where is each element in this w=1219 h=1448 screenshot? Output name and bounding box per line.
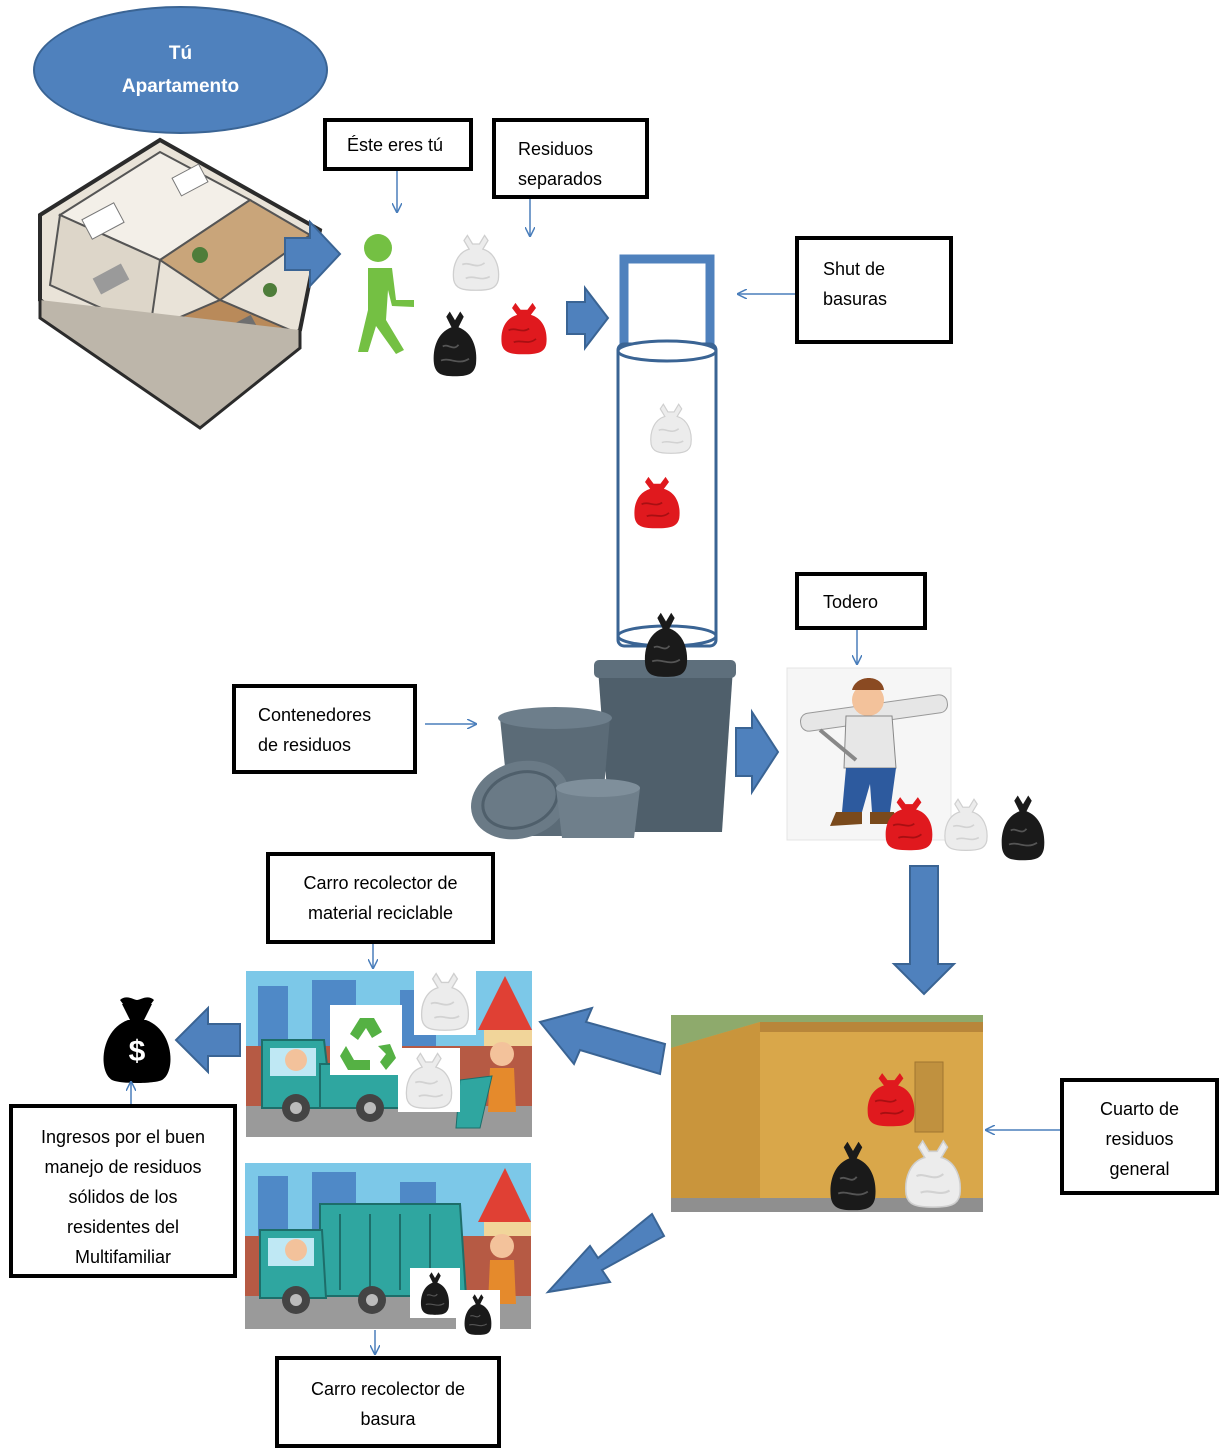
garbage-chute xyxy=(616,254,718,648)
black-bag-todero xyxy=(1000,794,1046,862)
label-ingresos: Ingresos por el buen manejo de residuos … xyxy=(9,1104,237,1278)
apartment-floorplan-image xyxy=(38,137,323,430)
trash-bins-image xyxy=(471,660,736,840)
label-shut-de-basuras: Shut de basuras xyxy=(795,236,953,344)
arrow-room-to-garbage-truck xyxy=(545,1212,666,1294)
title-oval: Tú Apartamento xyxy=(33,6,328,134)
label-residuos-separados: Residuos separados xyxy=(492,118,649,199)
carro-reciclable-line-1: Carro recolector de xyxy=(303,873,458,893)
cuarto-line-2: residuos xyxy=(1105,1129,1174,1149)
residuos-line-1: Residuos xyxy=(518,139,594,159)
todero-worker-image xyxy=(786,667,952,841)
label-este-eres-tu: Éste eres tú xyxy=(323,118,473,171)
arrow-bags-to-chute xyxy=(566,285,610,351)
shut-line-2: basuras xyxy=(823,289,888,309)
white-bag-1 xyxy=(452,234,500,292)
ingresos-line-4: residentes del xyxy=(66,1217,180,1237)
label-contenedores: Contenedores de residuos xyxy=(232,684,417,774)
title-line-1: Tú xyxy=(168,43,193,64)
ingresos-line-3: sólidos de los xyxy=(68,1187,178,1207)
contenedores-line-1: Contenedores xyxy=(258,705,372,725)
label-cuarto-residuos: Cuarto de residuos general xyxy=(1060,1078,1219,1195)
money-bag-icon xyxy=(103,997,171,1083)
cuarto-line-1: Cuarto de xyxy=(1099,1099,1180,1119)
todero-text: Todero xyxy=(823,592,879,612)
title-line-2: Apartamento xyxy=(121,76,240,97)
black-bag-1 xyxy=(432,310,478,378)
label-carro-reciclable: Carro recolector de material reciclable xyxy=(266,852,495,944)
carro-reciclable-line-2: material reciclable xyxy=(307,903,454,923)
label-carro-basura: Carro recolector de basura xyxy=(275,1356,501,1448)
person-figure xyxy=(358,234,414,354)
arrow-bins-to-todero xyxy=(735,708,780,796)
ingresos-line-1: Ingresos por el buen xyxy=(40,1127,206,1147)
ingresos-line-5: Multifamiliar xyxy=(74,1247,171,1267)
contenedores-line-2: de residuos xyxy=(258,735,352,755)
red-bag-1 xyxy=(500,301,548,356)
residuos-line-2: separados xyxy=(518,169,603,189)
carro-basura-line-1: Carro recolector de xyxy=(310,1379,466,1399)
recycling-truck-image xyxy=(246,971,532,1137)
carro-basura-line-2: basura xyxy=(360,1409,416,1429)
arrow-apartment-to-person xyxy=(284,219,342,289)
arrow-todero-to-room xyxy=(891,865,957,996)
label-todero: Todero xyxy=(795,572,927,630)
label-este-eres-tu-text: Éste eres tú xyxy=(347,135,444,155)
dollar-sign: $ xyxy=(128,1035,146,1068)
arrow-truck-to-money xyxy=(174,1005,241,1075)
ingresos-line-2: manejo de residuos xyxy=(44,1157,202,1177)
cuarto-line-3: general xyxy=(1109,1159,1170,1179)
arrow-room-to-recycle-truck xyxy=(538,1006,667,1076)
shut-line-1: Shut de xyxy=(823,259,886,279)
